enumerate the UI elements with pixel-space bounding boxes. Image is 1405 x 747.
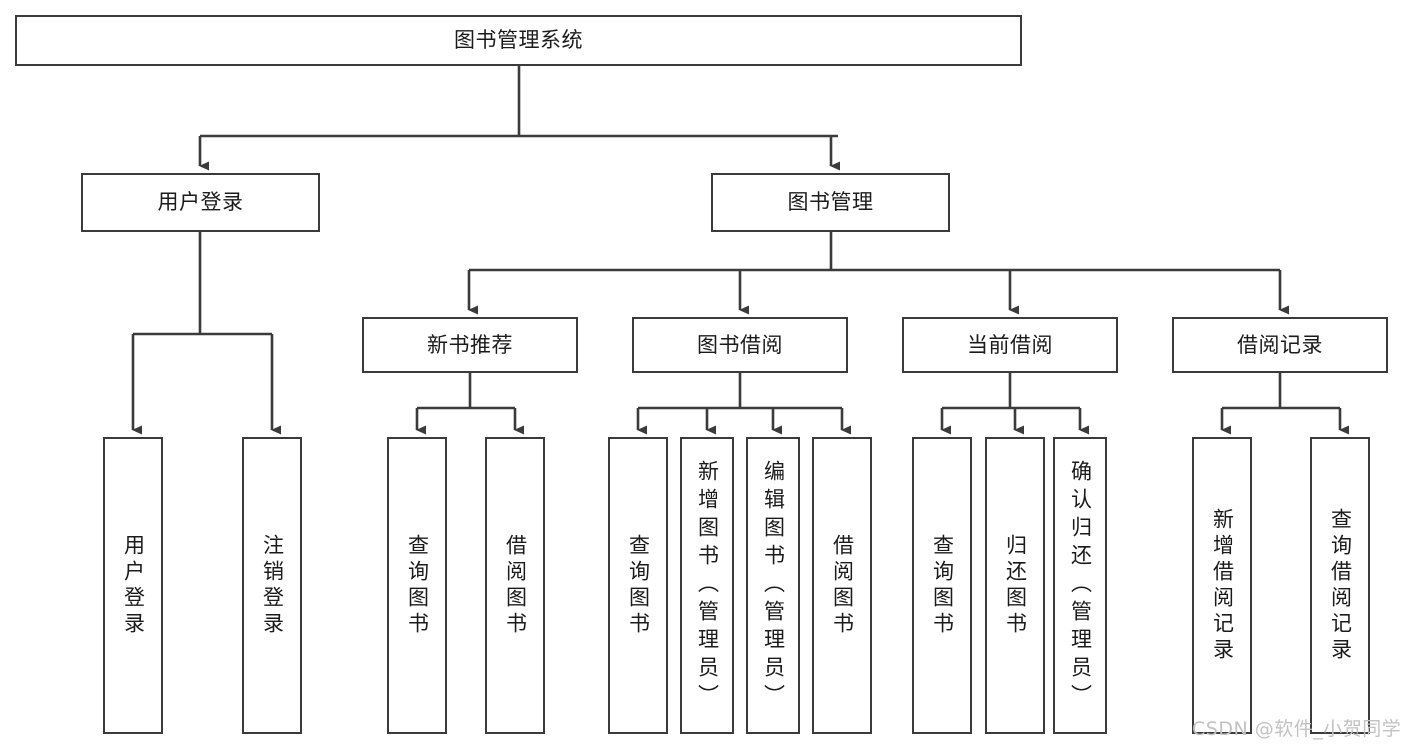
node-borrow-record-label: 借阅记录 <box>1237 332 1323 357</box>
node-leaf-confirm-return-label: 确认归还（管理员） <box>1068 459 1093 712</box>
edge-new-book-recommend-to-leaves <box>415 373 524 435</box>
node-leaf-query-book-3-label: 查询图书 <box>930 533 955 638</box>
node-root-label: 图书管理系统 <box>454 28 583 52</box>
node-leaf-edit-book-label: 编辑图书（管理员） <box>761 459 786 712</box>
node-book-borrow[interactable]: 图书借阅 <box>632 317 848 373</box>
node-leaf-query-book-1-label: 查询图书 <box>405 533 430 638</box>
node-leaf-borrow-book-1-label: 借阅图书 <box>503 533 528 638</box>
csdn-watermark: CSDN @软件_小贺同学 <box>1192 718 1402 740</box>
edge-root-to-level2 <box>198 66 840 171</box>
node-current-borrow-label: 当前借阅 <box>967 332 1053 357</box>
node-root[interactable]: 图书管理系统 <box>15 15 1022 66</box>
node-leaf-return-book-label: 归还图书 <box>1003 533 1028 638</box>
node-new-book-recommend-label: 新书推荐 <box>427 332 513 357</box>
node-leaf-query-book-2-label: 查询图书 <box>626 533 651 638</box>
node-leaf-logout-label: 注销登录 <box>260 533 285 638</box>
edge-borrow-record-to-leaves <box>1220 373 1349 435</box>
node-leaf-borrow-book-2-label: 借阅图书 <box>830 533 855 638</box>
node-new-book-recommend[interactable]: 新书推荐 <box>362 317 578 373</box>
node-current-borrow[interactable]: 当前借阅 <box>902 317 1118 373</box>
node-leaf-add-record[interactable]: 新增借阅记录 <box>1192 437 1252 734</box>
node-leaf-borrow-book-2[interactable]: 借阅图书 <box>812 437 872 734</box>
node-leaf-query-book-3[interactable]: 查询图书 <box>912 437 972 734</box>
node-book-borrow-label: 图书借阅 <box>697 332 783 357</box>
node-leaf-return-book[interactable]: 归还图书 <box>985 437 1045 734</box>
node-user-login[interactable]: 用户登录 <box>81 173 320 232</box>
node-leaf-add-book[interactable]: 新增图书（管理员） <box>680 437 734 734</box>
node-leaf-borrow-book-1[interactable]: 借阅图书 <box>485 437 545 734</box>
edge-book-borrow-to-leaves <box>636 373 851 435</box>
node-leaf-user-login[interactable]: 用户登录 <box>103 437 163 734</box>
edge-current-borrow-to-leaves <box>940 373 1089 435</box>
node-leaf-query-record[interactable]: 查询借阅记录 <box>1310 437 1370 734</box>
node-leaf-user-login-label: 用户登录 <box>121 533 146 638</box>
node-leaf-confirm-return[interactable]: 确认归还（管理员） <box>1053 437 1107 734</box>
node-leaf-add-record-label: 新增借阅记录 <box>1210 507 1235 664</box>
edge-user-login-to-leaves <box>131 232 281 435</box>
node-leaf-logout[interactable]: 注销登录 <box>242 437 302 734</box>
node-leaf-query-record-label: 查询借阅记录 <box>1328 507 1353 664</box>
node-leaf-edit-book[interactable]: 编辑图书（管理员） <box>746 437 800 734</box>
node-leaf-query-book-2[interactable]: 查询图书 <box>608 437 668 734</box>
edge-book-management-to-level3 <box>467 232 1289 315</box>
node-leaf-add-book-label: 新增图书（管理员） <box>695 459 720 712</box>
node-book-management[interactable]: 图书管理 <box>711 173 950 232</box>
node-borrow-record[interactable]: 借阅记录 <box>1172 317 1388 373</box>
node-leaf-query-book-1[interactable]: 查询图书 <box>387 437 447 734</box>
node-user-login-label: 用户登录 <box>157 190 244 214</box>
node-book-management-label: 图书管理 <box>787 190 874 214</box>
